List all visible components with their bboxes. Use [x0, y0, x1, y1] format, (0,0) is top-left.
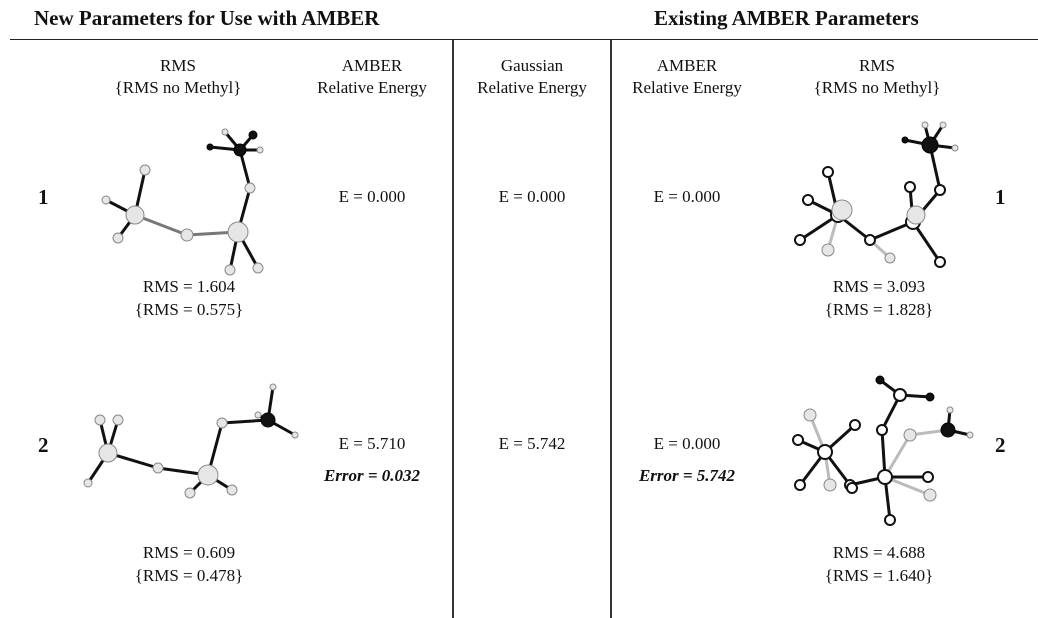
amber-old-error-2: Error = 5.742: [638, 466, 736, 485]
amber-old-energy-1: E = 0.000: [653, 187, 721, 206]
col-header-line: RMS: [160, 56, 196, 75]
col-header-gaussian: Gaussian Relative Energy: [447, 55, 617, 99]
col-header-line: AMBER: [341, 56, 403, 75]
rms-value: RMS = 3.093: [832, 277, 926, 296]
col-header-line: {RMS no Methyl}: [114, 78, 242, 97]
rms-nomethyl-value: {RMS = 1.640}: [824, 566, 934, 585]
col-header-rms-old: RMS {RMS no Methyl}: [792, 55, 962, 99]
amber-new-energy-1: E = 0.000: [338, 187, 406, 206]
molecule-structure-old-1: [794, 121, 959, 268]
rms-new-1: RMS = 1.604 {RMS = 0.575}: [89, 275, 289, 321]
rms-new-2: RMS = 0.609 {RMS = 0.478}: [89, 541, 289, 587]
rms-nomethyl-value: {RMS = 1.828}: [824, 300, 934, 319]
col-header-amber-old: AMBER Relative Energy: [602, 55, 772, 99]
col-header-line: Relative Energy: [632, 78, 742, 97]
header-rule: [10, 39, 1038, 40]
molecule-structure-new-2: [83, 383, 299, 499]
left-section-header: New Parameters for Use with AMBER: [34, 6, 380, 30]
right-section-header: Existing AMBER Parameters: [654, 6, 919, 30]
gaussian-energy-2: E = 5.742: [498, 434, 566, 453]
row-label-2-right: 2: [995, 433, 1006, 457]
col-header-amber-new: AMBER Relative Energy: [287, 55, 457, 99]
divider-left: [452, 40, 454, 618]
row-label-1-right: 1: [995, 185, 1006, 209]
col-header-line: Gaussian: [500, 56, 564, 75]
col-header-line: Relative Energy: [477, 78, 587, 97]
rms-old-2: RMS = 4.688 {RMS = 1.640}: [779, 541, 979, 587]
col-header-line: Relative Energy: [317, 78, 427, 97]
row-label-1: 1: [38, 185, 49, 209]
rms-value: RMS = 1.604: [142, 277, 236, 296]
col-header-line: RMS: [859, 56, 895, 75]
rms-value: RMS = 0.609: [142, 543, 236, 562]
gaussian-energy-1: E = 0.000: [498, 187, 566, 206]
molecule-structure-old-2: [792, 375, 974, 526]
amber-new-error-2: Error = 0.032: [323, 466, 421, 485]
molecule-structure-new-1: [101, 128, 264, 276]
col-header-line: {RMS no Methyl}: [813, 78, 941, 97]
row-label-2: 2: [38, 433, 49, 457]
amber-new-energy-2: E = 5.710: [338, 434, 406, 453]
col-header-rms-new: RMS {RMS no Methyl}: [93, 55, 263, 99]
rms-value: RMS = 4.688: [832, 543, 926, 562]
col-header-line: AMBER: [656, 56, 718, 75]
rms-nomethyl-value: {RMS = 0.575}: [134, 300, 244, 319]
divider-right: [610, 40, 612, 618]
rms-nomethyl-value: {RMS = 0.478}: [134, 566, 244, 585]
amber-old-energy-2: E = 0.000: [653, 434, 721, 453]
rms-old-1: RMS = 3.093 {RMS = 1.828}: [779, 275, 979, 321]
